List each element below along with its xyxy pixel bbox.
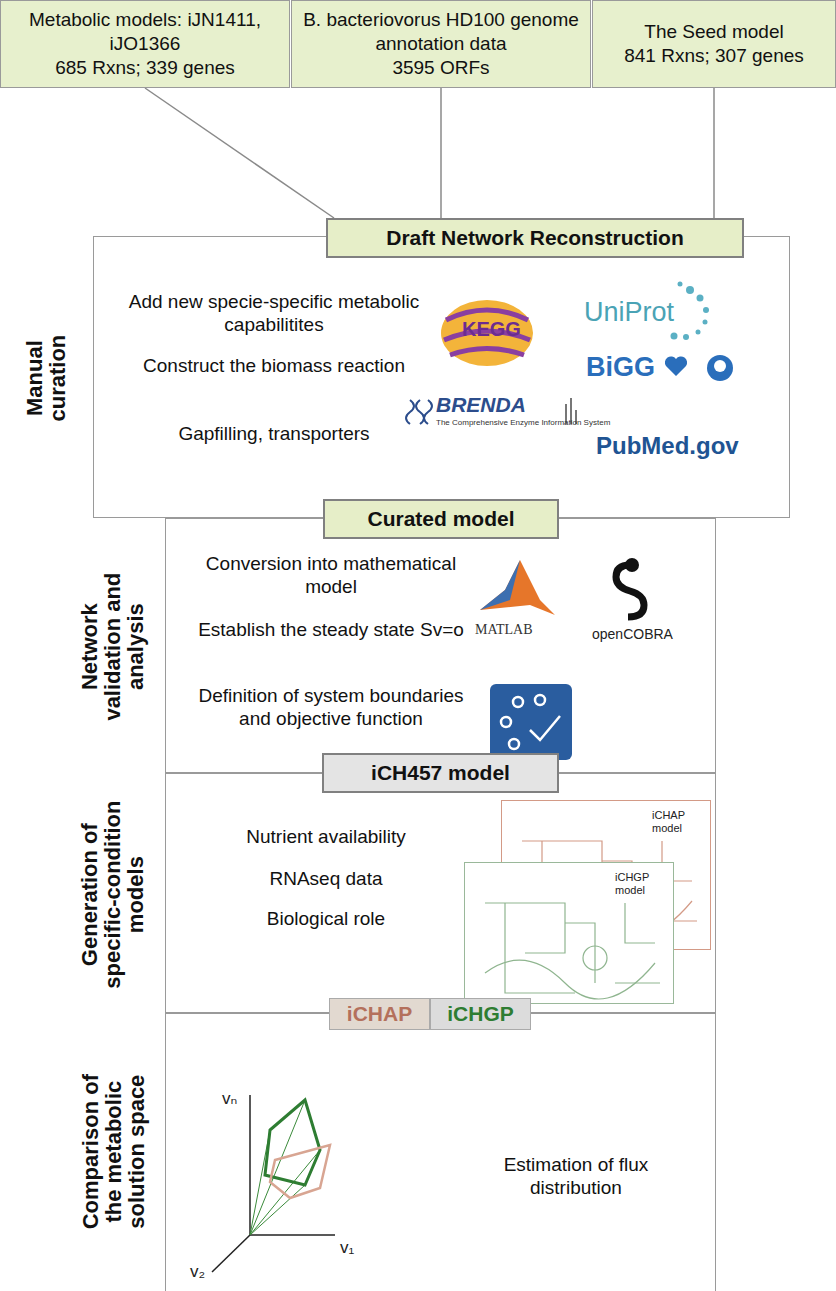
logo-text: UniProt bbox=[584, 297, 674, 328]
source-text: 3595 ORFs bbox=[392, 56, 489, 80]
uniprot-dots bbox=[671, 282, 710, 341]
cobra-logo bbox=[616, 565, 644, 617]
logo-text: KEGG bbox=[462, 318, 521, 341]
cobra-logo bbox=[625, 558, 639, 572]
stage-panel: Network validation and analysisConversio… bbox=[165, 518, 716, 773]
step-text: Construct the biomass reaction bbox=[124, 355, 424, 378]
model-network: iCHGP model bbox=[464, 862, 674, 1004]
matlab-logo bbox=[480, 560, 520, 610]
memote-icon bbox=[501, 695, 560, 749]
logo-text: vₙ bbox=[222, 1088, 237, 1109]
source-text: Metabolic models: iJN1411, iJO1366 bbox=[9, 8, 281, 56]
connector bbox=[713, 88, 715, 218]
source-box: B. bacteriovorus HD100 genome annotation… bbox=[291, 0, 591, 88]
model-box: iCH457 model bbox=[322, 753, 559, 793]
source-text: The Seed model bbox=[644, 20, 783, 44]
step-text: Establish the steady state Sv=o bbox=[191, 619, 471, 642]
logo-text: MATLAB bbox=[475, 622, 533, 638]
connector bbox=[440, 88, 442, 218]
step-text: Estimation of flux distribution bbox=[466, 1154, 686, 1200]
stage-panel: Generation of specific-condition modelsN… bbox=[165, 773, 716, 1013]
step-text: Conversion into mathematical model bbox=[191, 553, 471, 599]
model-tag: iCHAP bbox=[329, 998, 430, 1030]
github-icon bbox=[707, 355, 733, 381]
box-label: iCH457 model bbox=[371, 761, 510, 785]
source-box: Metabolic models: iJN1411, iJO1366685 Rx… bbox=[0, 0, 290, 88]
box-label: iCHAP bbox=[347, 1002, 412, 1026]
step-text: Gapfilling, transporters bbox=[124, 423, 424, 446]
process-box: Curated model bbox=[323, 499, 559, 539]
heart-icon bbox=[665, 356, 687, 376]
source-text: B. bacteriovorus HD100 genome annotation… bbox=[300, 8, 582, 56]
stage-title: Network validation and analysis bbox=[78, 571, 147, 721]
step-text: Nutrient availability bbox=[186, 826, 466, 849]
model-label: iCHGP model bbox=[615, 871, 667, 896]
logo-text: BiGG bbox=[586, 352, 655, 383]
logo-text: v₂ bbox=[190, 1262, 205, 1282]
kegg-stripes bbox=[444, 310, 530, 355]
source-text: 841 Rxns; 307 genes bbox=[624, 44, 804, 68]
logo-text: The Comprehensive Enzyme Information Sys… bbox=[436, 418, 610, 427]
green-rays bbox=[250, 1100, 320, 1235]
logo-text: BRENDA bbox=[436, 393, 526, 417]
stage-title: Manual curation bbox=[23, 313, 69, 443]
box-label: iCHGP bbox=[447, 1002, 514, 1026]
axes bbox=[212, 1095, 335, 1272]
connector bbox=[145, 88, 334, 218]
memote-icon bbox=[490, 684, 572, 760]
step-text: Add new specie-specific metabolic capabi… bbox=[124, 291, 424, 337]
source-text: 685 Rxns; 339 genes bbox=[55, 56, 235, 80]
logo-text: v₁ bbox=[340, 1238, 354, 1258]
kegg-logo bbox=[441, 300, 533, 366]
box-label: Draft Network Reconstruction bbox=[386, 226, 684, 250]
brenda-icon bbox=[406, 400, 432, 424]
logo-text: openCOBRA bbox=[592, 626, 673, 642]
step-text: Biological role bbox=[186, 908, 466, 931]
logo-text: PubMed.gov bbox=[596, 432, 739, 460]
stage-panel: Manual curationAdd new specie-specific m… bbox=[93, 236, 790, 518]
source-box: The Seed model841 Rxns; 307 genes bbox=[592, 0, 836, 88]
pink-polytope bbox=[270, 1145, 330, 1198]
github-icon bbox=[714, 360, 726, 372]
model-label: iCHAP model bbox=[652, 809, 704, 834]
stage-title: Comparison of the metabolic solution spa… bbox=[78, 1064, 147, 1239]
box-label: Curated model bbox=[367, 507, 514, 531]
step-text: RNAseq data bbox=[186, 868, 466, 891]
process-box: Draft Network Reconstruction bbox=[326, 218, 744, 258]
matlab-logo bbox=[480, 560, 555, 615]
stage-panel: Comparison of the metabolic solution spa… bbox=[165, 1013, 716, 1291]
model-tag: iCHGP bbox=[430, 998, 531, 1030]
step-text: Definition of system boundaries and obje… bbox=[191, 685, 471, 731]
stage-title: Generation of specific-condition models bbox=[78, 794, 147, 994]
